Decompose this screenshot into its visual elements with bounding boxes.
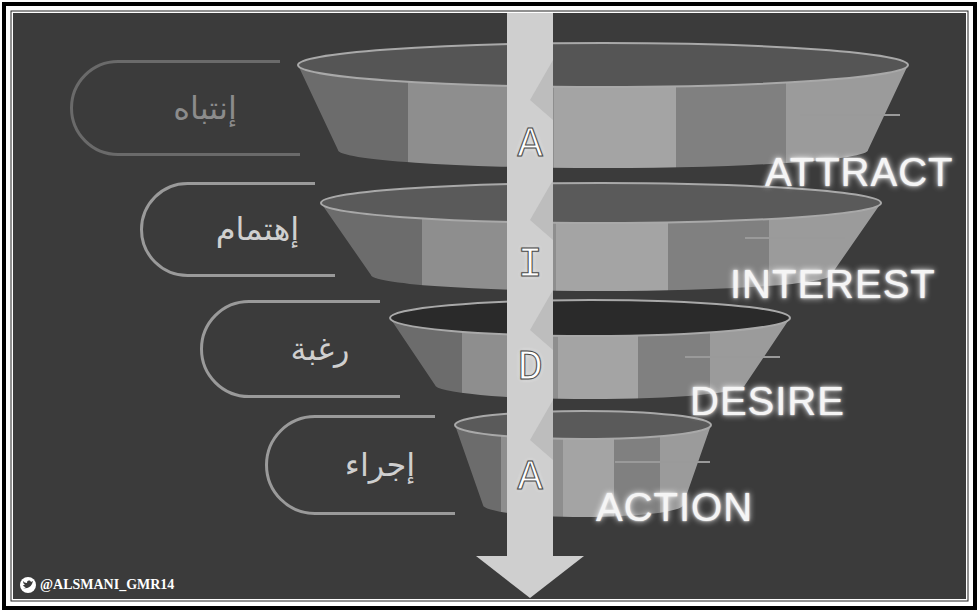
funnel-letter: A	[517, 457, 542, 499]
bracket-line	[72, 62, 301, 155]
funnel-letter: D	[517, 347, 542, 389]
rule-line	[615, 461, 710, 463]
stage-name: DESIRE	[690, 381, 845, 421]
stage-name: INTEREST	[730, 264, 936, 304]
stage-bracket: إهتمام	[140, 182, 335, 277]
background	[13, 13, 966, 599]
arrow-shaft	[507, 13, 553, 558]
arrow-head	[476, 556, 584, 598]
bracket-line	[202, 302, 401, 397]
funnel-letter: I	[517, 244, 542, 286]
stage-label: رغبة	[291, 330, 350, 368]
arrow-shade	[530, 60, 553, 120]
outer-frame	[4, 4, 975, 608]
rule-line	[685, 356, 780, 358]
rule-line	[745, 237, 845, 239]
stage-label: إجراء	[345, 446, 415, 484]
bracket-line	[142, 184, 336, 276]
twitter-icon	[20, 577, 36, 593]
stage-bracket: إنتباه	[70, 60, 300, 156]
arrow-shade	[530, 400, 553, 460]
tier-rim	[455, 411, 711, 439]
stage-bracket: رغبة	[200, 300, 400, 398]
stage-bracket: إجراء	[265, 415, 455, 515]
arrow-shade	[530, 290, 553, 350]
arrow-shade	[530, 180, 553, 240]
tier-rim	[298, 43, 908, 87]
tier-rim	[390, 300, 790, 336]
stage-label: إنتباه	[173, 89, 237, 127]
inner-frame	[11, 11, 968, 601]
stage-name: ATTRACT	[765, 152, 953, 192]
funnel-stage: A	[298, 43, 908, 168]
rule-line	[800, 114, 900, 116]
stage-label: إهتمام	[216, 210, 299, 248]
watermark: @ALSMANI_GMR14	[40, 578, 174, 592]
twitter-bird	[23, 581, 33, 589]
bracket-line	[267, 417, 455, 514]
stage-name: ACTION	[596, 487, 753, 527]
funnel-letter: A	[517, 124, 542, 166]
